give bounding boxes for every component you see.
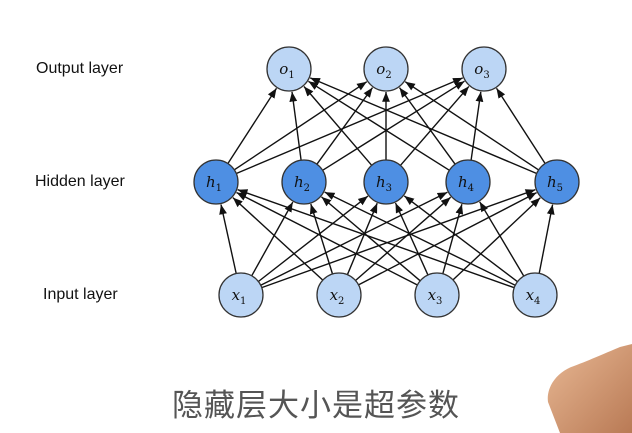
edge-x2-h3: [346, 202, 378, 275]
node-label: h1: [206, 173, 222, 194]
node-circle: [316, 272, 362, 318]
node-label: h5: [547, 173, 563, 194]
input-layer-label: Input layer: [43, 286, 118, 303]
neurons: x1 x2 x3 x4 h1 h2 h3 h4 h5 o1 o2 o3: [193, 46, 580, 318]
node-label: x1: [232, 286, 247, 307]
edge-x1-h3: [257, 195, 369, 283]
output-layer-label: Output layer: [36, 60, 124, 77]
node-circle: [445, 159, 491, 205]
node-circle: [363, 159, 409, 205]
edge-x4-h4: [479, 201, 525, 277]
edge-x4-h2: [324, 191, 516, 286]
node-label: x3: [428, 286, 443, 307]
node-label: h2: [294, 173, 310, 194]
edge-x3-h2: [321, 196, 421, 282]
node-label: h3: [376, 173, 392, 194]
node-label: o1: [279, 60, 294, 81]
edge-h2-o1: [289, 91, 302, 161]
node-label: x4: [526, 286, 541, 307]
slide-caption: 隐藏层大小是超参数: [172, 388, 460, 424]
edge-h2-o2: [316, 87, 374, 165]
node-x4: x4: [512, 272, 558, 318]
edge-h4-o1: [308, 80, 450, 171]
node-o1: o1: [266, 46, 312, 92]
node-h1: h1: [193, 159, 239, 205]
edge-x2-h2: [309, 203, 334, 275]
node-label: x2: [330, 286, 345, 307]
node-label: h4: [458, 173, 474, 194]
node-x1: x1: [218, 272, 264, 318]
node-circle: [193, 159, 239, 205]
edge-x2-h4: [355, 196, 452, 282]
node-o3: o3: [461, 46, 507, 92]
edge-h5-o1: [309, 77, 537, 175]
edge-x3-h3: [394, 202, 429, 276]
node-x2: x2: [316, 272, 362, 318]
node-h4: h4: [445, 159, 491, 205]
edge-x1-h4: [260, 191, 448, 286]
node-o2: o2: [363, 46, 409, 92]
node-h3: h3: [363, 159, 409, 205]
edge-h1-o2: [233, 81, 368, 171]
node-circle: [266, 46, 312, 92]
edge-x3-h5: [452, 197, 541, 281]
edge-h3-o3: [399, 85, 470, 166]
edge-h4-o2: [398, 87, 456, 165]
edge-x4-h3: [403, 195, 518, 283]
presenter-hand: [547, 344, 632, 433]
edge-x1-h2: [251, 201, 294, 277]
edge-x4-h5: [538, 204, 555, 274]
edge-x4-h1: [237, 189, 515, 289]
edge-h3-o1: [303, 86, 373, 166]
node-circle: [534, 159, 580, 205]
edge-x3-h1: [236, 191, 418, 286]
node-circle: [363, 46, 409, 92]
edge-x2-h5: [358, 191, 537, 286]
edge-h5-o2: [404, 81, 539, 171]
node-circle: [218, 272, 264, 318]
node-h5: h5: [534, 159, 580, 205]
node-circle: [512, 272, 558, 318]
node-h2: h2: [281, 159, 327, 205]
connections: [219, 77, 555, 289]
node-label: o3: [474, 60, 489, 81]
edge-h1-o1: [227, 87, 278, 164]
edge-x1-h1: [219, 204, 237, 274]
hidden-layer-label: Hidden layer: [35, 173, 125, 190]
node-circle: [461, 46, 507, 92]
edge-x1-h5: [261, 189, 536, 289]
edge-x2-h1: [232, 197, 324, 281]
node-circle: [414, 272, 460, 318]
node-label: o2: [376, 60, 391, 81]
edge-x3-h4: [442, 204, 464, 274]
edge-h2-o3: [322, 80, 465, 171]
node-circle: [281, 159, 327, 205]
edge-h4-o3: [470, 91, 484, 161]
node-x3: x3: [414, 272, 460, 318]
edge-h5-o3: [495, 87, 546, 164]
edge-h1-o3: [236, 77, 464, 175]
